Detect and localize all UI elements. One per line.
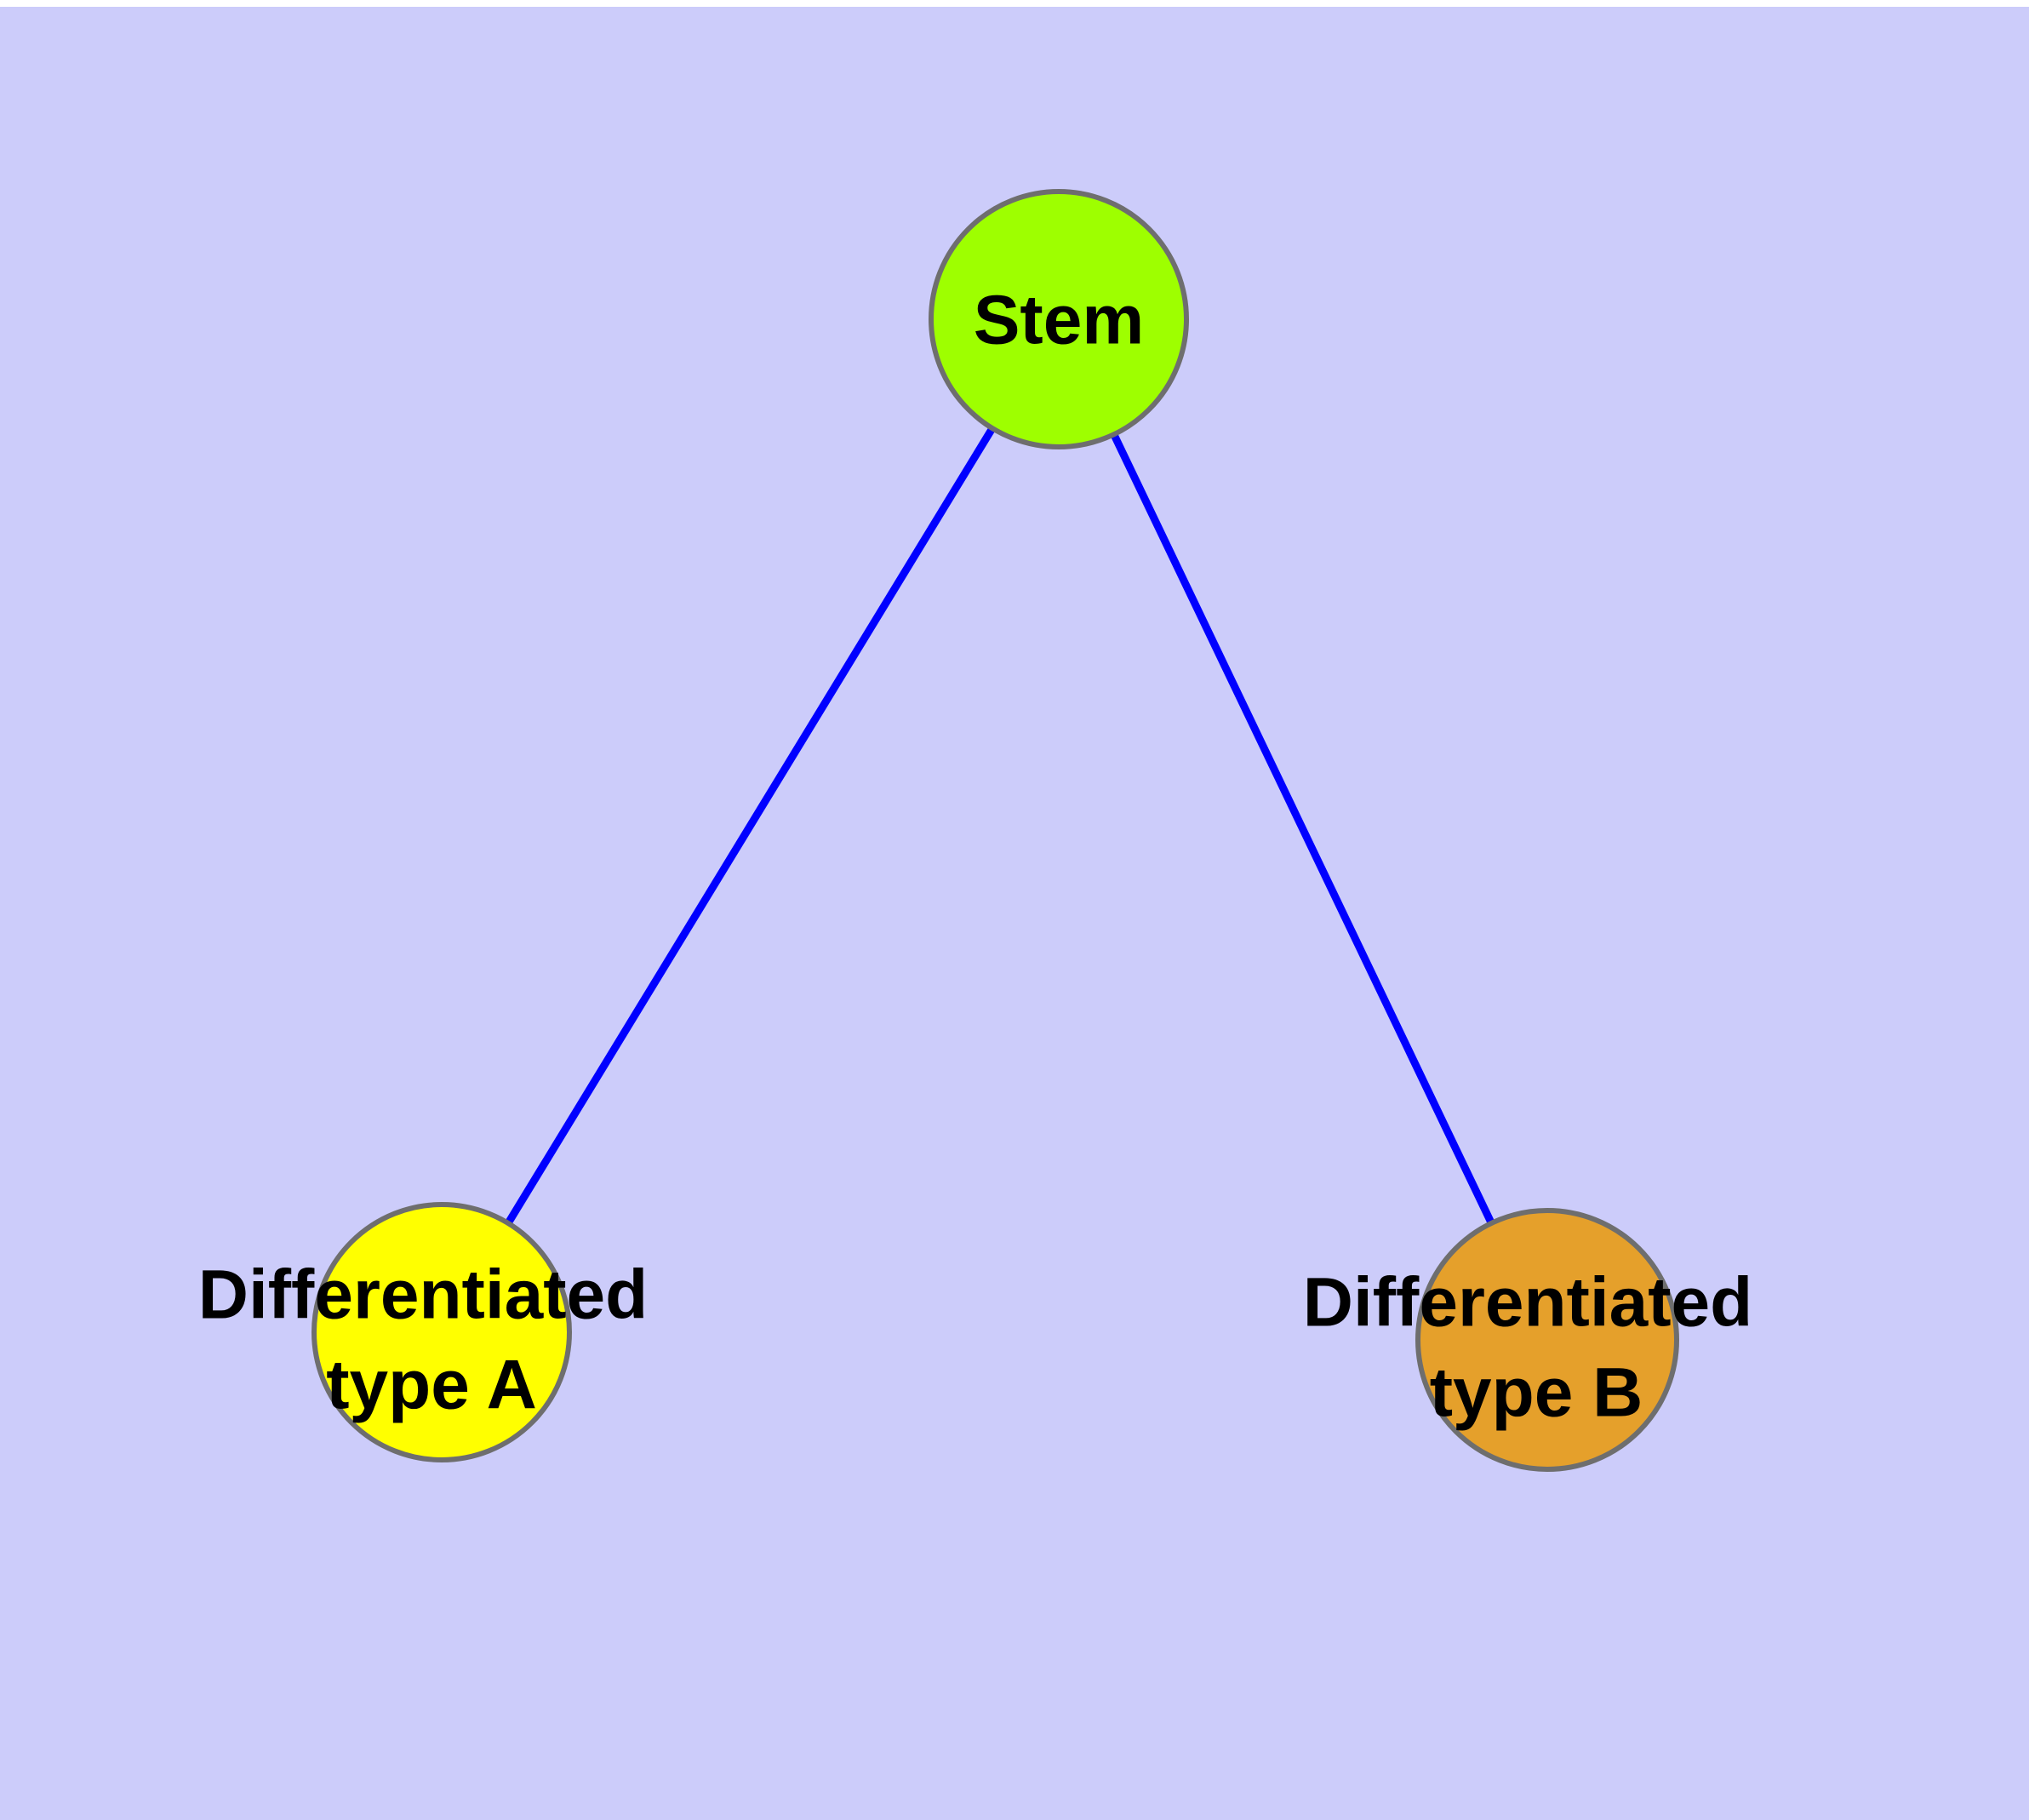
node-stem[interactable] [929,189,1189,449]
node-differentiated-type-a[interactable] [311,1202,572,1462]
edge-layer [438,317,1552,1342]
node-differentiated-type-a-label-line1: Differentiated [198,1256,649,1334]
edge-stem-to-differentiated-type-b[interactable] [1055,318,1552,1342]
node-differentiated-type-a-circle[interactable] [311,1202,572,1462]
node-stem-circle[interactable] [929,189,1189,449]
node-differentiated-type-b-label-line1: Differentiated [1303,1264,1753,1342]
node-differentiated-type-b-label-line2: type B [1430,1354,1643,1432]
node-differentiated-type-b[interactable] [1415,1208,1679,1472]
node-layer [311,189,1679,1472]
node-differentiated-type-b-circle[interactable] [1415,1208,1679,1472]
node-stem-label: Stem [974,282,1145,359]
edge-stem-to-differentiated-type-a[interactable] [438,317,1062,1335]
label-layer: Stem Differentiated type A Differentiate… [198,282,1753,1432]
node-differentiated-type-a-label-line2: type A [326,1347,537,1424]
